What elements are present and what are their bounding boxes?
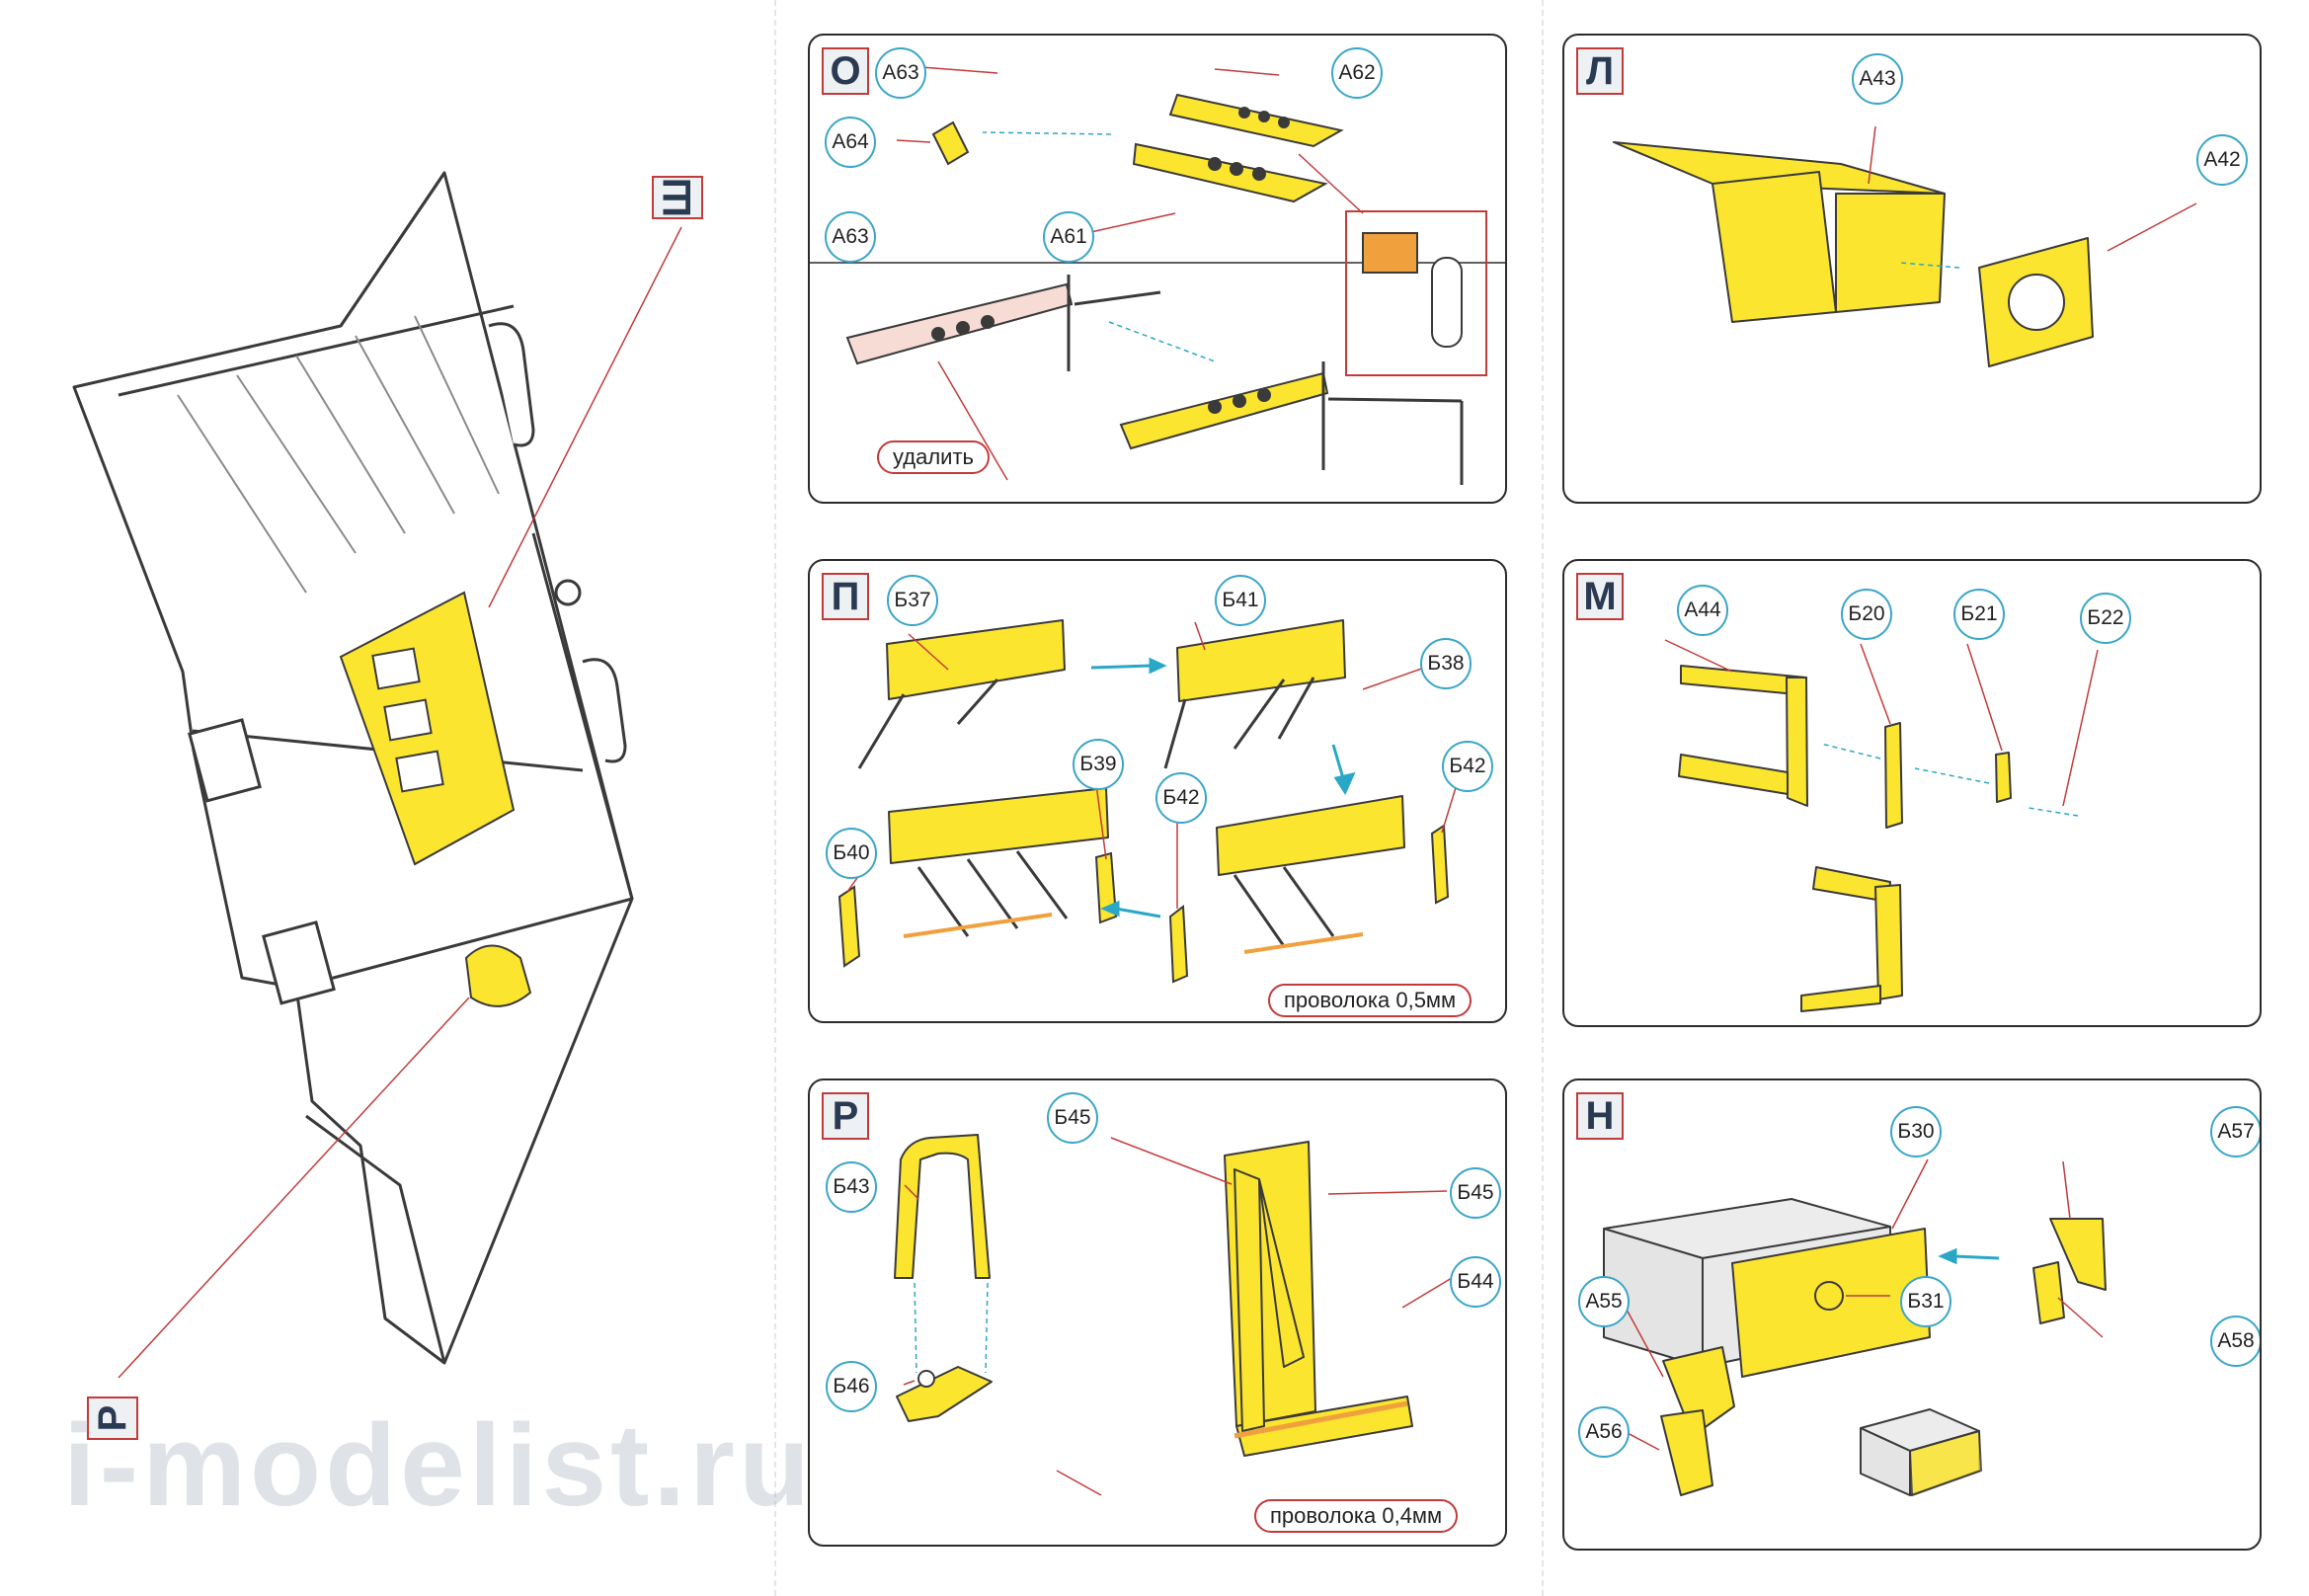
callout-b44: Б44 bbox=[1450, 1256, 1501, 1308]
panel-l: Л А43 А42 bbox=[1562, 34, 2262, 504]
label-view-sh: Ш bbox=[652, 176, 703, 219]
callout-a42: А42 bbox=[2196, 134, 2248, 186]
panel-r: Р Б45 Б43 Б45 Б44 Б46 проволока 0,4мм bbox=[808, 1078, 1507, 1547]
note-wire-04: проволока 0,4мм bbox=[1254, 1499, 1459, 1533]
panel-n-drawing bbox=[1603, 1158, 2107, 1496]
note-wire-05: проволока 0,5мм bbox=[1268, 984, 1473, 1017]
callout-b31: Б31 bbox=[1900, 1276, 1951, 1327]
panel-n: Н Б30 А57 Б31 А55 bbox=[1562, 1078, 2262, 1551]
callout-a44: А44 bbox=[1677, 585, 1728, 636]
fold-line-1 bbox=[774, 0, 776, 1596]
callout-b41: Б41 bbox=[1215, 575, 1266, 626]
callout-b42-right: Б42 bbox=[1442, 741, 1493, 792]
panel-l-drawing bbox=[1613, 125, 2197, 367]
callout-a64: А64 bbox=[825, 117, 876, 168]
callout-a61: А61 bbox=[1043, 211, 1094, 263]
callout-a43: А43 bbox=[1852, 53, 1903, 105]
callout-b46: Б46 bbox=[826, 1361, 877, 1412]
panel-o: О bbox=[808, 34, 1507, 504]
watermark: i-modelist.ru bbox=[63, 1400, 815, 1531]
callout-b22: Б22 bbox=[2080, 593, 2131, 644]
callout-a56: А56 bbox=[1578, 1406, 1630, 1458]
callout-a55: А55 bbox=[1578, 1276, 1630, 1327]
door-overview-drawing bbox=[72, 171, 682, 1379]
panel-m-drawing bbox=[1664, 639, 2099, 1012]
fold-line-2 bbox=[1542, 0, 1544, 1596]
callout-b45-left: Б45 bbox=[1047, 1092, 1098, 1144]
callout-b21: Б21 bbox=[1953, 589, 2005, 640]
callout-a58: А58 bbox=[2210, 1316, 2260, 1367]
panel-letter: О bbox=[822, 47, 869, 95]
callout-a63-bottom: А63 bbox=[825, 211, 876, 263]
callout-b20: Б20 bbox=[1841, 589, 1892, 640]
panel-m: М А44 Б20 Б21 Б22 bbox=[1562, 559, 2262, 1027]
panel-r-drawing bbox=[894, 1134, 1453, 1496]
callout-b39: Б39 bbox=[1073, 739, 1124, 790]
callout-a63-top: А63 bbox=[875, 47, 926, 99]
callout-b40: Б40 bbox=[826, 828, 877, 879]
callout-b43: Б43 bbox=[826, 1161, 877, 1213]
panel-p: П bbox=[808, 559, 1507, 1023]
callout-a62: А62 bbox=[1331, 47, 1383, 99]
panel-letter: М bbox=[1576, 573, 1624, 620]
panel-letter: Н bbox=[1576, 1092, 1624, 1140]
panel-letter: Р bbox=[822, 1092, 869, 1140]
note-remove: удалить bbox=[877, 440, 991, 474]
panel-p-drawing bbox=[837, 619, 1463, 984]
panel-letter: Л bbox=[1576, 47, 1624, 95]
panel-letter: П bbox=[822, 573, 869, 620]
callout-b30: Б30 bbox=[1890, 1106, 1942, 1157]
callout-b42-mid: Б42 bbox=[1155, 772, 1207, 824]
callout-b45-right: Б45 bbox=[1450, 1167, 1501, 1219]
callout-b37: Б37 bbox=[887, 575, 938, 626]
panel-o-drawing bbox=[810, 66, 1505, 485]
callout-b38: Б38 bbox=[1420, 638, 1472, 689]
callout-a57: А57 bbox=[2210, 1106, 2260, 1157]
